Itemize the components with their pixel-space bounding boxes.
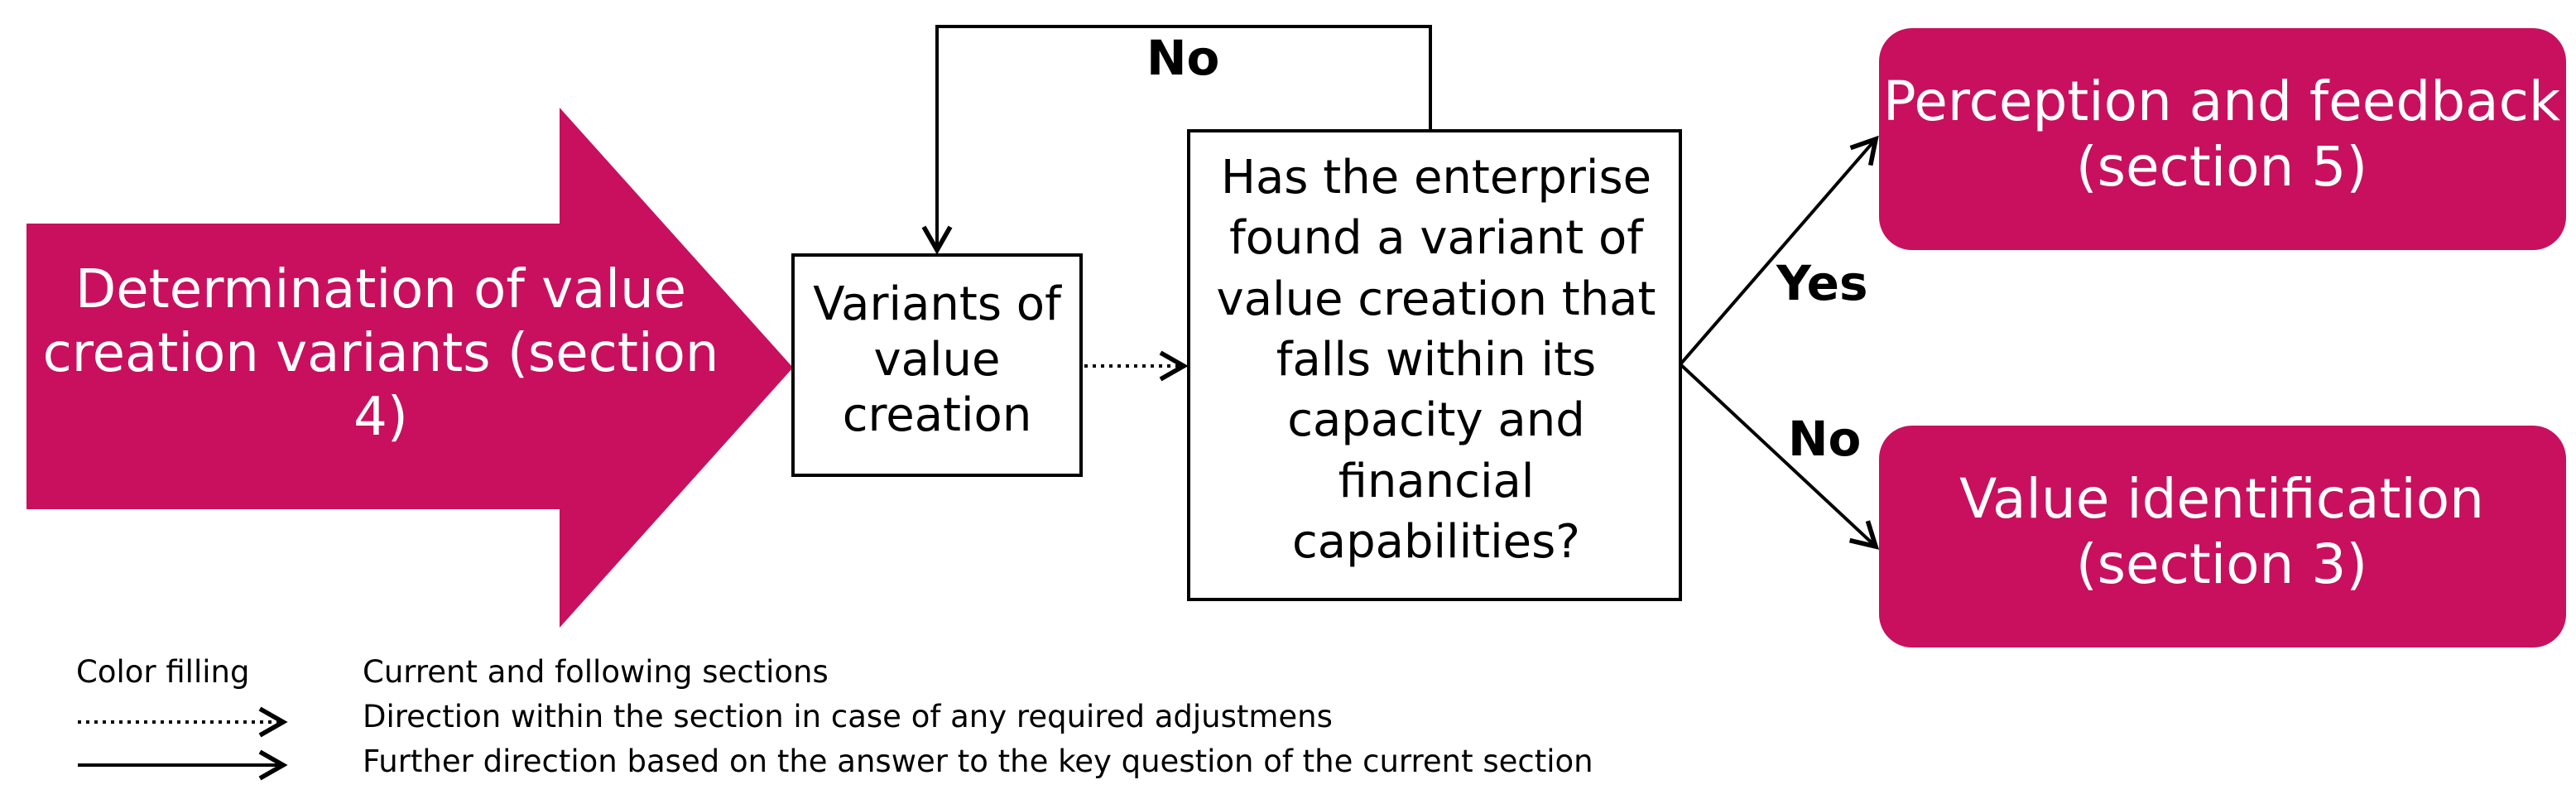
- legend-dotted-arrow-text: Direction within the section in case of …: [363, 699, 1333, 734]
- legend-solid-arrow-text: Further direction based on the answer to…: [363, 744, 1593, 779]
- legend-color-filling-key: Color filling: [76, 654, 250, 690]
- perception-box-shape: [1879, 28, 2566, 250]
- no-label: No: [1788, 411, 1862, 467]
- question-box-label: Has the enterprise found a variant of va…: [1216, 151, 1656, 570]
- start-arrow-label: Determination of value creation variants…: [42, 259, 719, 448]
- loop-no-label: No: [1146, 30, 1220, 86]
- legend-color-filling-text: Current and following sections: [363, 654, 829, 690]
- variants-box-label: Variants of value creation: [813, 277, 1061, 443]
- loop-back-arrow: [921, 25, 1432, 255]
- variants-box-shape: [791, 253, 1083, 477]
- yes-label: Yes: [1776, 255, 1868, 311]
- start-arrow-shape: [26, 108, 793, 628]
- no-arrow: [1679, 363, 1880, 550]
- perception-box-label: Perception and feedback (section 5): [1882, 70, 2561, 200]
- value-identification-box-shape: [1879, 426, 2566, 648]
- question-box-shape: [1187, 129, 1682, 601]
- value-identification-box-label: Value identification (section 3): [1959, 467, 2484, 597]
- yes-arrow: [1679, 135, 1879, 366]
